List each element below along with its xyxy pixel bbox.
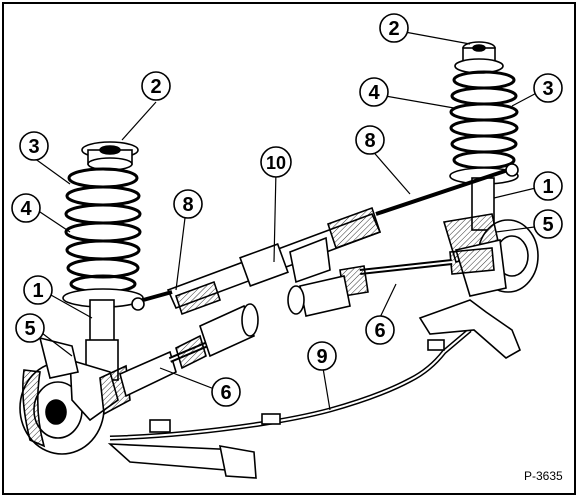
callout-label: 8 — [364, 130, 375, 152]
callout-1-right: 1 — [533, 171, 563, 201]
right-coil-spring — [449, 70, 519, 170]
callout-label: 1 — [542, 176, 553, 198]
stabilizer-bar — [109, 328, 472, 441]
callout-5-left: 5 — [15, 313, 45, 343]
callout-label: 5 — [24, 318, 35, 340]
callout-label: 6 — [374, 320, 385, 342]
figure-code: P-3635 — [524, 469, 563, 483]
callout-8-right: 8 — [355, 125, 385, 155]
callout-label: 10 — [266, 153, 286, 173]
callout-label: 3 — [542, 78, 553, 100]
callout-1-left: 1 — [23, 275, 53, 305]
callout-6-left: 6 — [211, 377, 241, 407]
callout-2-right: 2 — [379, 13, 409, 43]
right-driveshaft — [287, 247, 495, 317]
lower-control-arms — [107, 299, 522, 479]
left-driveshaft — [99, 303, 259, 416]
callout-4-right: 4 — [359, 77, 389, 107]
callout-3-right: 3 — [533, 73, 563, 103]
left-knuckle — [38, 336, 79, 379]
left-hub-assembly — [19, 336, 119, 455]
leader-lines — [33, 29, 547, 411]
callout-label: 4 — [20, 198, 32, 220]
callout-label: 3 — [28, 136, 39, 158]
callout-label: 2 — [388, 18, 399, 40]
left-strut-assembly — [62, 141, 144, 381]
callout-label: 5 — [542, 214, 553, 236]
callout-label: 9 — [316, 346, 327, 368]
callout-label: 1 — [32, 280, 43, 302]
callout-4-left: 4 — [11, 193, 41, 223]
callout-5-right: 5 — [533, 209, 563, 239]
callout-label: 6 — [220, 382, 231, 404]
callout-10: 10 — [260, 146, 292, 178]
callout-2-left: 2 — [141, 71, 171, 101]
right-tie-rod — [375, 168, 509, 216]
callout-label: 4 — [368, 82, 380, 104]
callout-9: 9 — [307, 341, 337, 371]
callout-label: 8 — [182, 194, 193, 216]
callout-8-left: 8 — [173, 189, 203, 219]
right-control-arm — [418, 299, 522, 359]
right-strut-assembly — [449, 41, 519, 231]
callout-3-left: 3 — [19, 131, 49, 161]
left-coil-spring — [64, 167, 142, 294]
callout-6-right: 6 — [365, 315, 395, 345]
callout-label: 2 — [150, 76, 161, 98]
